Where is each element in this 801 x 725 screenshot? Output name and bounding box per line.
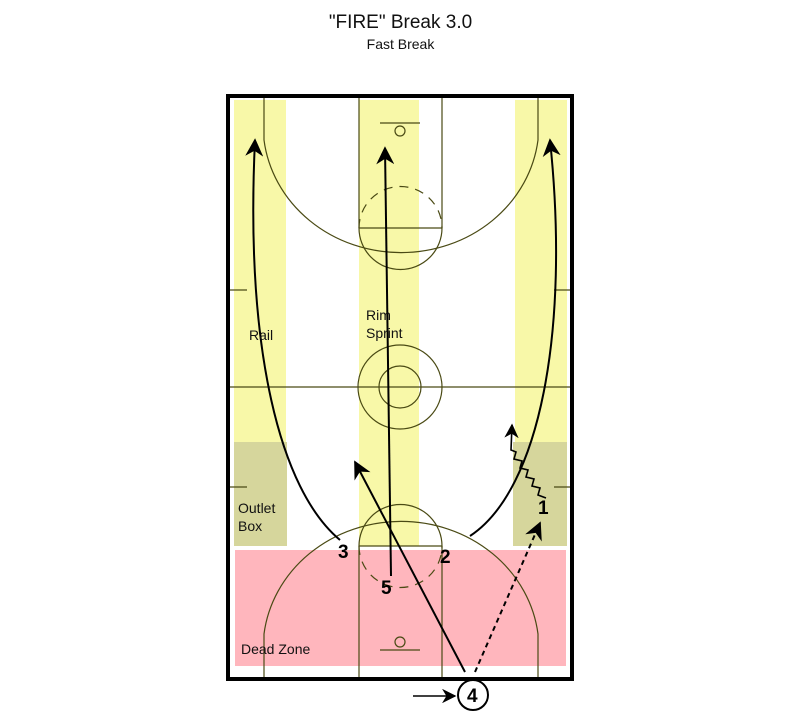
left-rail-lane xyxy=(234,100,286,442)
label-outlet: Outlet xyxy=(238,500,275,516)
play-title: "FIRE" Break 3.0 xyxy=(328,12,473,33)
path-1-dribble xyxy=(504,423,547,499)
player-5: 5 xyxy=(381,578,392,599)
label-rail: Rail xyxy=(249,327,273,343)
left-outlet-box xyxy=(234,442,287,546)
label-sprint: Sprint xyxy=(366,325,403,341)
label-rim: Rim xyxy=(366,307,391,323)
path-5-rim-sprint xyxy=(376,146,395,577)
right-outlet-box xyxy=(513,442,567,546)
path-3-rail xyxy=(245,138,341,541)
path-4-pass xyxy=(474,521,542,673)
court-lines xyxy=(229,97,572,677)
player-3: 3 xyxy=(338,542,349,563)
player-4-marker xyxy=(457,679,489,711)
label-dead-zone: Dead Zone xyxy=(241,641,310,657)
player-2: 2 xyxy=(440,547,451,568)
right-rail-lane xyxy=(515,100,567,442)
player-4: 4 xyxy=(467,686,478,707)
play-subtitle: Fast Break xyxy=(366,36,435,52)
player-paths xyxy=(245,138,561,704)
court-border xyxy=(226,94,574,681)
player-1: 1 xyxy=(538,498,549,519)
path-4-cut xyxy=(354,460,466,673)
label-box: Box xyxy=(238,518,262,534)
path-2-rail xyxy=(469,138,561,537)
